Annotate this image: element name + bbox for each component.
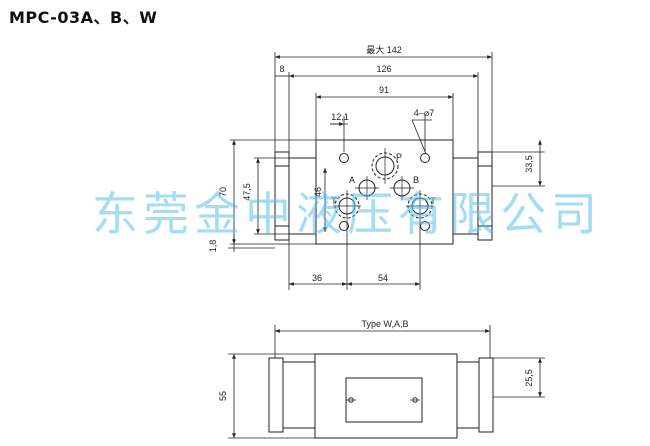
dim-right: 33,5 (524, 155, 534, 173)
dim-54: 54 (378, 273, 388, 283)
port-t-right-label: T (430, 196, 436, 206)
dim-bottom: 1,8 (208, 240, 218, 253)
valve-body-side-view (268, 353, 494, 439)
port-t-left-label: T (331, 196, 337, 206)
port-a-label: A (349, 175, 355, 185)
dim-mount-holes: 4–⌀7 (414, 108, 434, 118)
dim-height: 70 (218, 187, 228, 197)
type-label: Type W,A,B (361, 319, 408, 329)
dim-inner-width: 91 (379, 85, 389, 95)
dim-body-width: 126 (376, 64, 391, 74)
dim-46: 46 (313, 187, 323, 197)
top-view-dimensions (228, 52, 545, 290)
port-b-label: B (413, 175, 419, 185)
page-title: MPC-03A、B、W (9, 8, 158, 27)
port-p-label: P (396, 152, 402, 162)
side-view-dimensions (228, 325, 545, 439)
side-dim-height: 55 (218, 391, 228, 401)
dim-height-inner: 47,5 (242, 183, 252, 201)
dim-max-total: 最大 142 (366, 44, 402, 55)
valve-body-top-view (274, 139, 493, 245)
dim-port-block: 8 (279, 64, 284, 74)
side-dim-right: 25,5 (524, 369, 534, 387)
dim-edge-offset: 12,1 (331, 112, 349, 122)
dim-36: 36 (312, 273, 322, 283)
